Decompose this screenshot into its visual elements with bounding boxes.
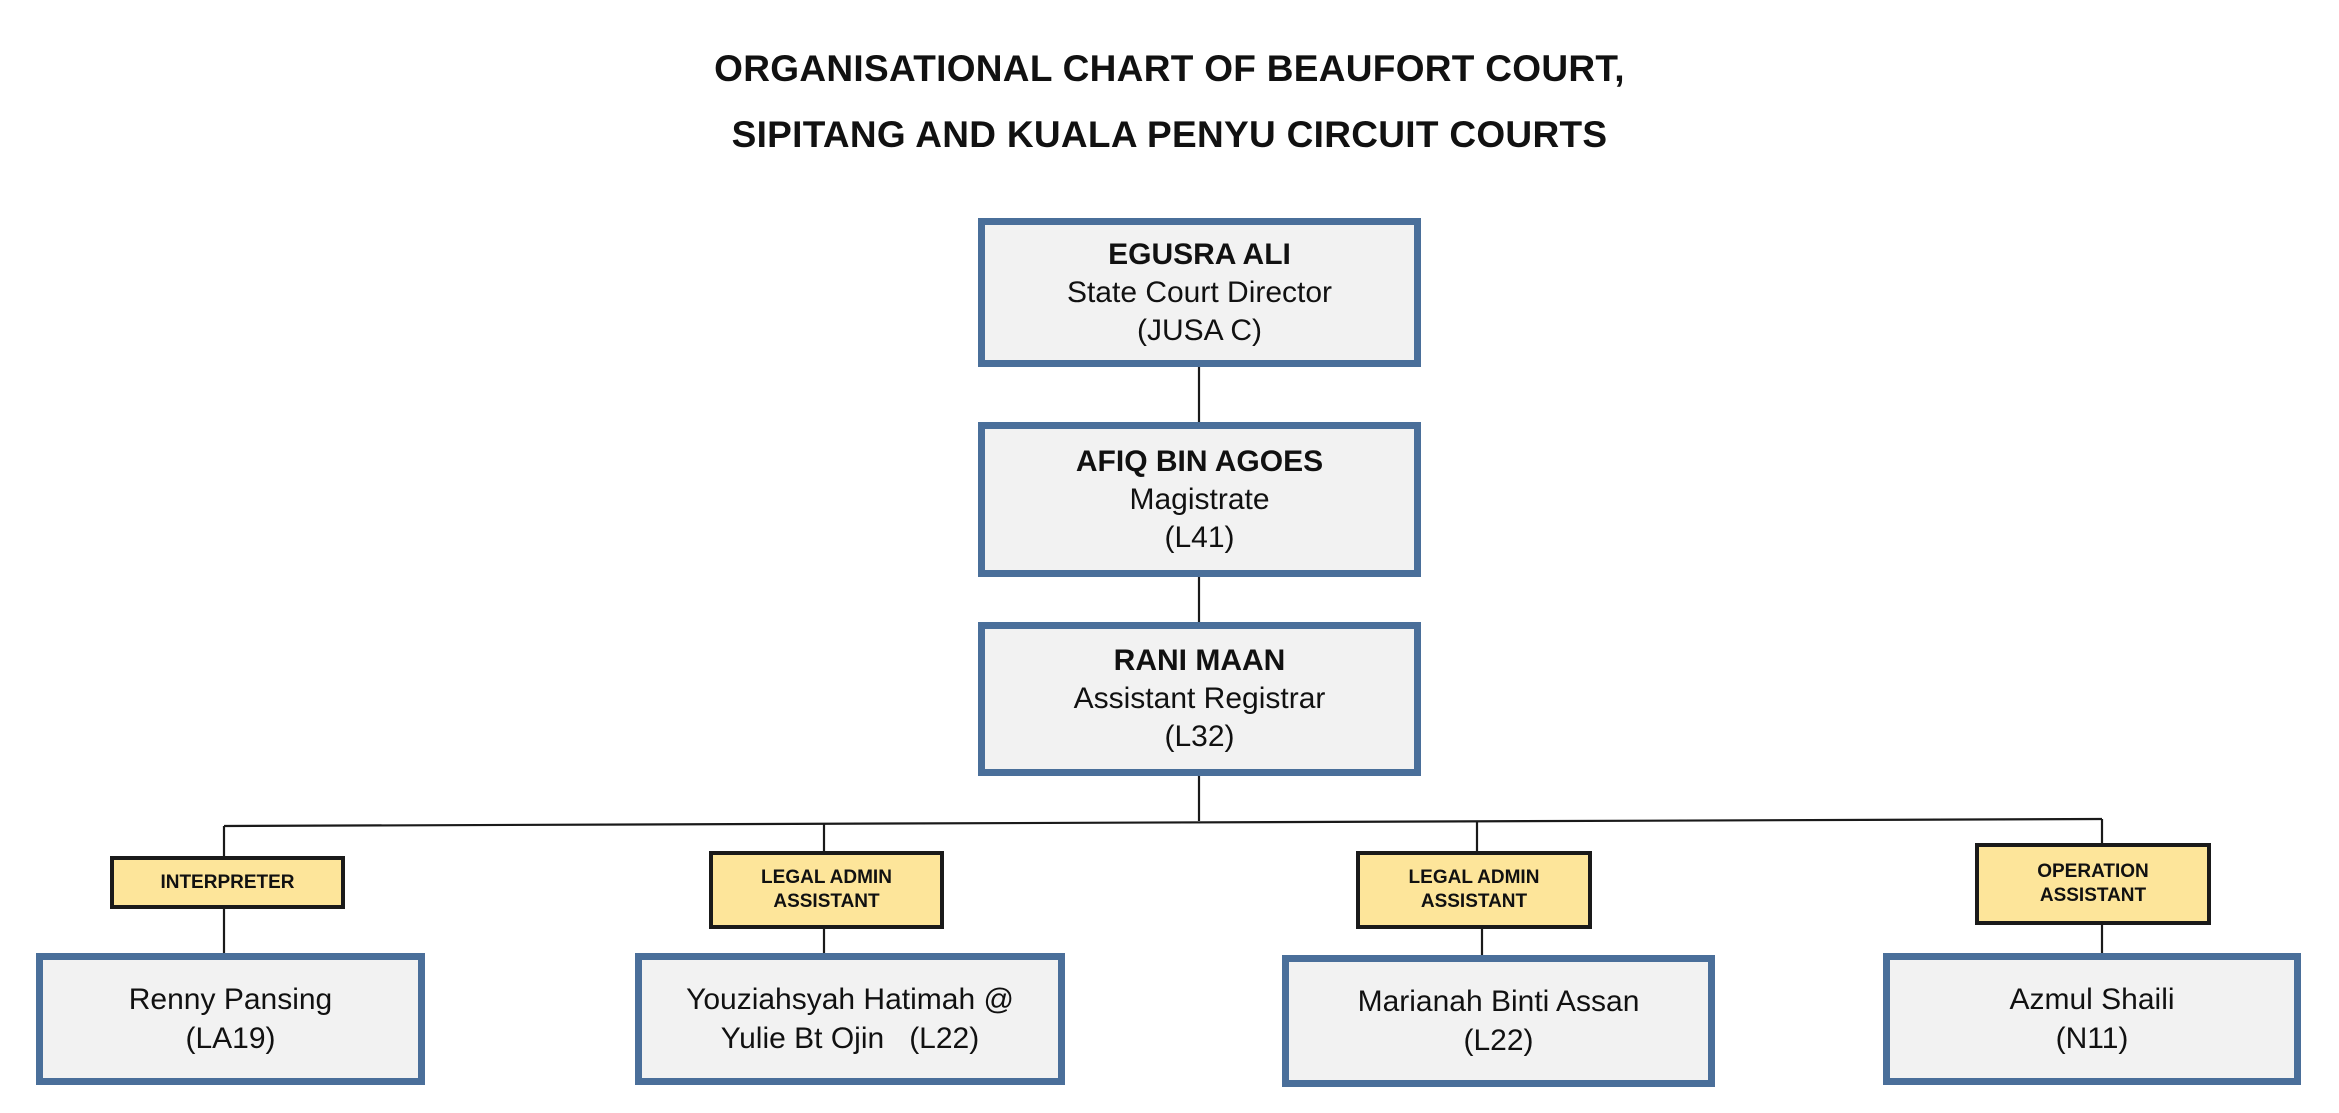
role-label-line-2: ASSISTANT: [1420, 891, 1528, 912]
director-position: State Court Director: [1066, 275, 1333, 309]
director-name: EGUSRA ALI: [1108, 237, 1291, 271]
role-label-interpreter: INTERPRETER: [110, 856, 345, 909]
magistrate-position: Magistrate: [1129, 482, 1270, 516]
role-label-operation: OPERATION ASSISTANT: [1975, 843, 2211, 925]
staff-name: Renny Pansing: [128, 983, 333, 1016]
registrar-box: RANI MAAN Assistant Registrar (L32): [978, 622, 1421, 776]
role-label-line-1: LEGAL ADMIN: [1408, 867, 1540, 888]
role-label-line-2: ASSISTANT: [2039, 885, 2147, 906]
registrar-grade: (L32): [1164, 720, 1235, 753]
staff-box-interpreter: Renny Pansing (LA19): [36, 953, 425, 1085]
director-grade: (JUSA C): [1136, 313, 1262, 347]
staff-name: Azmul Shaili: [2009, 983, 2175, 1016]
role-label-legal-admin-1: LEGAL ADMIN ASSISTANT: [709, 851, 944, 929]
staff-grade: Yulie Bt Ojin (L22): [720, 1022, 980, 1055]
staff-box-operation: Azmul Shaili (N11): [1883, 953, 2301, 1085]
staff-grade: (L22): [1463, 1024, 1534, 1057]
role-label-line-1: INTERPRETER: [160, 871, 295, 893]
staff-name: Youziahsyah Hatimah @: [686, 983, 1014, 1016]
role-label-line-1: OPERATION: [2037, 861, 2149, 882]
director-box: EGUSRA ALI State Court Director (JUSA C): [978, 218, 1421, 367]
connector-horizontal-bus: [223, 817, 2103, 828]
registrar-name: RANI MAAN: [1113, 644, 1286, 677]
magistrate-box: AFIQ BIN AGOES Magistrate (L41): [978, 422, 1421, 577]
chart-title-line-1: ORGANISATIONAL CHART OF BEAUFORT COURT,: [714, 48, 1625, 89]
staff-box-legal-admin-2: Marianah Binti Assan (L22): [1282, 955, 1715, 1087]
staff-box-legal-admin-1: Youziahsyah Hatimah @ Yulie Bt Ojin (L22…: [635, 953, 1065, 1085]
magistrate-grade: (L41): [1164, 520, 1235, 554]
staff-grade: (LA19): [185, 1022, 276, 1055]
role-label-line-2: ASSISTANT: [773, 891, 880, 912]
magistrate-name: AFIQ BIN AGOES: [1075, 444, 1324, 478]
role-label-legal-admin-2: LEGAL ADMIN ASSISTANT: [1356, 851, 1592, 929]
role-label-line-1: LEGAL ADMIN: [761, 867, 892, 888]
staff-grade: (N11): [2055, 1022, 2129, 1055]
registrar-position: Assistant Registrar: [1073, 682, 1326, 715]
chart-title-line-2: SIPITANG AND KUALA PENYU CIRCUIT COURTS: [731, 114, 1608, 155]
staff-name: Marianah Binti Assan: [1357, 985, 1640, 1018]
